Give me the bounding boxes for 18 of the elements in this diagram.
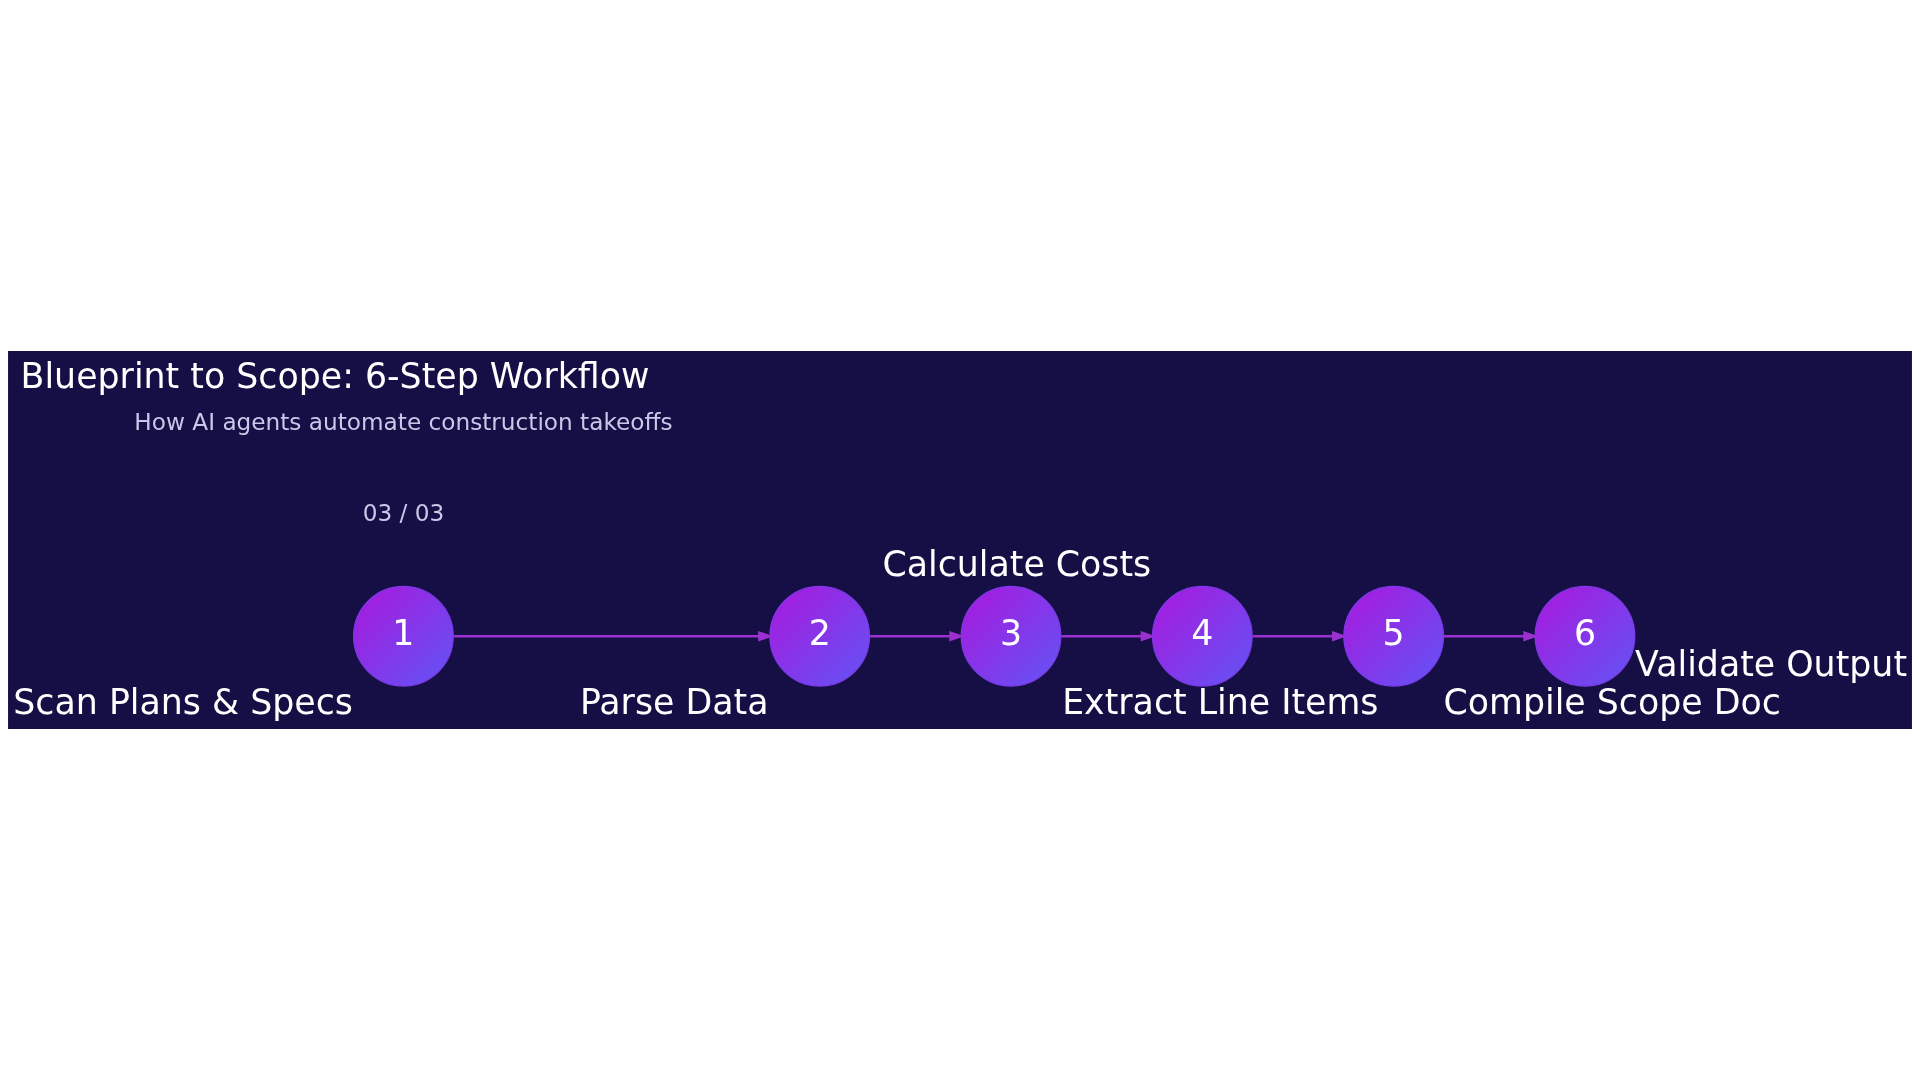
node-circle: 5: [1343, 585, 1445, 687]
arrow: [1061, 630, 1156, 642]
node-circle: 2: [769, 585, 871, 687]
label: 03 / 03: [362, 499, 445, 527]
label: How AI agents automate construction takeoffs: [134, 407, 673, 435]
arrow: [453, 630, 774, 642]
arrow: [1444, 630, 1539, 642]
arrow: [1252, 630, 1348, 642]
node-label: Calculate Costs: [882, 543, 1152, 584]
diagram-title: Blueprint to Scope: 6-Step Workflow: [20, 356, 650, 397]
node-label: Validate Output: [1635, 643, 1908, 684]
node-circle: 4: [1151, 585, 1253, 687]
node-circle: 3: [960, 585, 1062, 687]
node-circle: 6: [1534, 585, 1636, 687]
arrow: [870, 630, 965, 642]
node-label: Parse Data: [579, 681, 769, 722]
node-circle: 1: [353, 585, 454, 687]
node-label: Scan Plans & Specs: [13, 681, 353, 722]
